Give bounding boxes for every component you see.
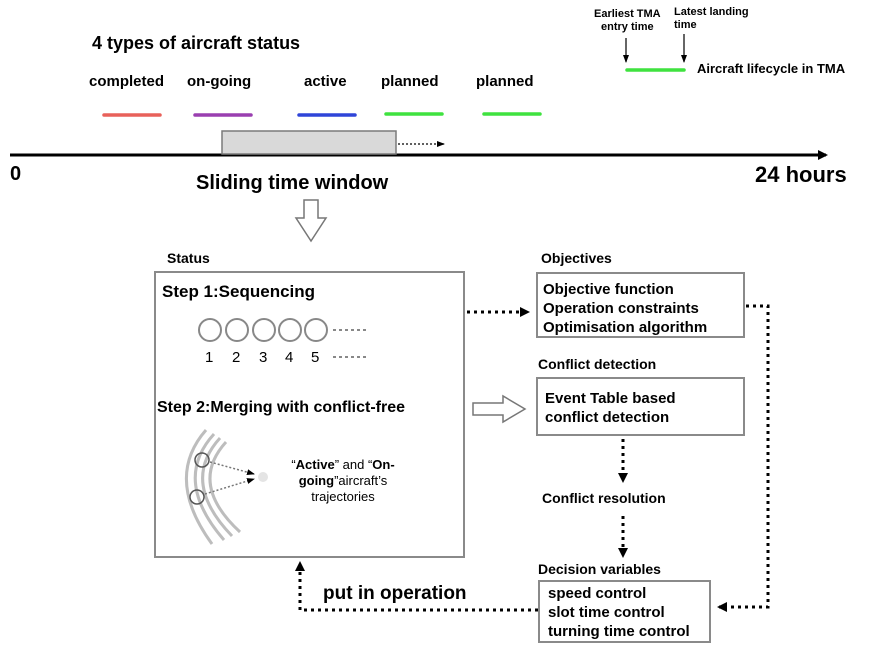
objectives-line-2: Operation constraints <box>543 300 699 317</box>
trajectory-illustration <box>185 429 242 545</box>
status-lines <box>102 68 686 117</box>
hollow-down-arrow <box>294 199 328 243</box>
hollow-right-arrow <box>472 394 527 424</box>
conflict-detection-box: Event Table based conflict detection <box>536 377 745 436</box>
decision-variables-box: speed control slot time control turning … <box>538 580 711 643</box>
sequence-circle-3 <box>252 318 276 342</box>
decision-variables-line-1: speed control <box>548 585 647 602</box>
aircraft-marker-2 <box>189 489 205 505</box>
conflict-detection-line-2: conflict detection <box>545 409 670 426</box>
sliding-window-rect <box>221 130 397 155</box>
legend-earliest-label: Earliest TMA entry time <box>594 8 661 33</box>
status-heading: Status <box>167 250 210 266</box>
sequence-circle-2 <box>225 318 249 342</box>
legend-lifecycle-label: Aircraft lifecycle in TMA <box>697 61 846 76</box>
decision-variables-heading: Decision variables <box>538 561 661 577</box>
trajectory-caption-quote-open: “ <box>291 457 296 472</box>
sliding-window-label: Sliding time window <box>196 172 389 194</box>
put-in-operation-label: put in operation <box>323 583 467 604</box>
sequence-circle-4 <box>278 318 302 342</box>
sequence-circle-5 <box>304 318 328 342</box>
trajectory-caption-trajectories: trajectories <box>311 489 375 504</box>
trajectory-caption-ongoing-a: On- <box>372 457 395 472</box>
merge-point <box>258 472 268 482</box>
conflict-detection-line-1: Event Table based <box>545 390 676 407</box>
trajectory-curve-2 <box>201 436 234 538</box>
decision-variables-line-2: slot time control <box>548 604 665 621</box>
sequence-number-5: 5 <box>311 349 320 366</box>
trajectory-curve-1 <box>193 432 226 541</box>
sequence-number-4: 4 <box>285 349 294 366</box>
step1-label: Step 1:Sequencing <box>162 282 316 301</box>
sequence-number-1: 1 <box>205 349 214 366</box>
status-types-title: 4 types of aircraft status <box>92 33 301 53</box>
status-box <box>154 271 465 558</box>
objectives-to-decision-connector <box>717 304 770 612</box>
aircraft-marker-1 <box>194 452 210 468</box>
trajectory-curve-4 <box>185 429 214 545</box>
conflict-resolution-heading: Conflict resolution <box>542 490 666 506</box>
trajectory-caption-active: Active <box>295 457 335 472</box>
conflict-detection-heading: Conflict detection <box>538 356 657 372</box>
sequence-number-3: 3 <box>259 349 268 366</box>
trajectory-caption-and: ” and “ <box>334 457 373 472</box>
sequence-circles <box>198 318 328 342</box>
aircraft-arrow-2 <box>204 478 255 495</box>
status-label-planned-2: planned <box>476 73 534 90</box>
sequence-circle-1 <box>198 318 222 342</box>
objectives-box: Objective function Operation constraints… <box>536 272 745 338</box>
legend-latest-label: Latest landing time <box>674 6 749 31</box>
trajectory-caption-ongoing-b: going <box>298 473 335 488</box>
trajectory-curve-3 <box>208 440 242 534</box>
status-label-planned-1: planned <box>381 73 439 90</box>
objectives-line-3: Optimisation algorithm <box>543 319 708 336</box>
decision-variables-line-3: turning time control <box>548 623 690 640</box>
status-label-active: active <box>304 73 347 90</box>
put-in-operation-connector <box>295 561 538 612</box>
step2-label: Step 2:Merging with conflict-free <box>157 399 406 416</box>
timeline-start-label: 0 <box>10 163 22 185</box>
sequence-number-2: 2 <box>232 349 241 366</box>
objectives-heading: Objectives <box>541 250 612 266</box>
status-label-completed: completed <box>89 73 165 90</box>
timeline-end-label: 24 hours <box>755 162 847 187</box>
trajectory-caption: “Active” and “On- going”aircraft’s traje… <box>278 457 408 505</box>
trajectory-caption-aircraft: ”aircraft’s <box>334 473 388 488</box>
status-label-on-going: on-going <box>187 73 252 90</box>
objectives-line-1: Objective function <box>543 281 674 298</box>
